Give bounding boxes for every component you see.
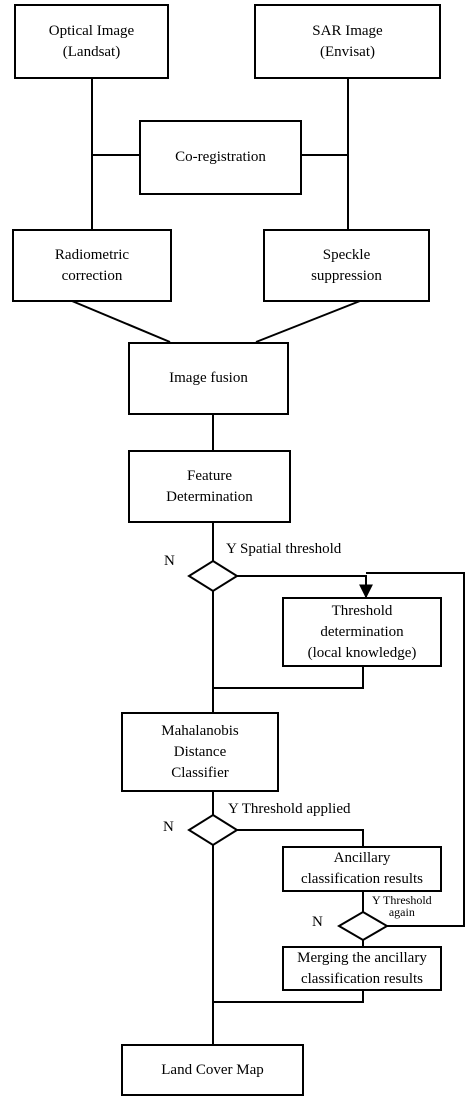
edge-radiometric-fusion (71, 300, 171, 343)
node-merging-results: Merging the ancillary classification res… (282, 946, 442, 991)
edge-merging-return (213, 990, 364, 1003)
decision3-no-label: N (312, 914, 323, 930)
node-radiometric-correction: Radiometric correction (12, 229, 172, 302)
edge-threshold-return (213, 666, 364, 689)
decision2-yes-label: Y Threshold applied (228, 801, 351, 817)
node-threshold-determination: Threshold determination (local knowledge… (282, 597, 442, 667)
node-ancillary-results: Ancillary classification results (282, 846, 442, 892)
node-co-registration: Co-registration (139, 120, 302, 195)
decision-spatial-threshold (187, 559, 239, 593)
decision1-no-label: N (164, 553, 175, 569)
decision-threshold-again (337, 910, 389, 942)
decision-threshold-applied (187, 813, 239, 847)
edge-decision3-loop (366, 572, 465, 927)
edge-decision2-ancillary (237, 829, 364, 846)
edge-speckle-fusion (255, 300, 361, 343)
node-mahalanobis-classifier: Mahalanobis Distance Classifier (121, 712, 279, 792)
decision3-yes-label: Y Threshold again (372, 893, 432, 919)
node-speckle-suppression: Speckle suppression (263, 229, 430, 302)
node-image-fusion: Image fusion (128, 342, 289, 415)
node-optical-image: Optical Image (Landsat) (14, 4, 169, 79)
edge-decision1-threshold (237, 575, 373, 599)
decision2-no-label: N (163, 819, 174, 835)
node-sar-image: SAR Image (Envisat) (254, 4, 441, 79)
node-land-cover-map: Land Cover Map (121, 1044, 304, 1096)
node-feature-determination: Feature Determination (128, 450, 291, 523)
decision1-yes-label: Y Spatial threshold (226, 541, 342, 557)
